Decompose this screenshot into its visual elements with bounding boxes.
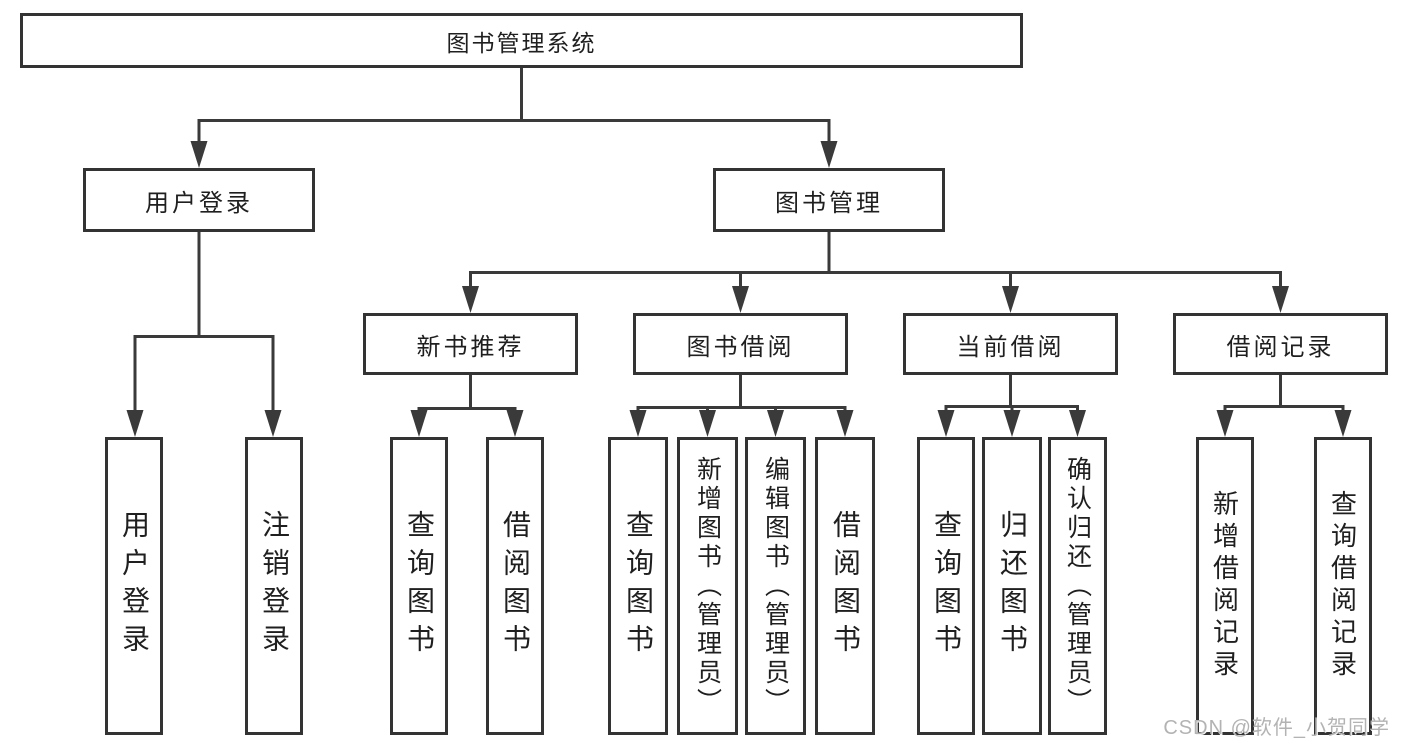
node-label: 查询借阅记录: [1327, 490, 1358, 682]
leaf-return-books: 归还图书: [982, 437, 1042, 735]
leaf-add-borrow-record: 新增借阅记录: [1196, 437, 1254, 735]
node-label: 新书推荐: [416, 333, 525, 361]
node-label: 图书管理系统: [446, 29, 597, 56]
node-label: 查询图书: [404, 510, 435, 662]
arrowheads-current-borrow: [937, 410, 1086, 437]
connector-user-login: [133, 230, 275, 417]
watermark: CSDN @软件_小贺同学: [1163, 711, 1390, 740]
node-label: 图书借阅: [686, 333, 795, 361]
leaf-edit-books-admin: 编辑图书（管理员）: [745, 437, 806, 735]
node-label: 当前借阅: [956, 333, 1065, 361]
leaf-add-books-admin: 新增图书（管理员）: [677, 437, 738, 735]
node-user-login: 用户登录: [83, 168, 315, 232]
connector-root-to-level2: [197, 66, 831, 148]
arrowheads-new-books: [410, 410, 524, 437]
arrowheads-book-borrow: [629, 410, 854, 437]
connector-borrow-records: [1223, 373, 1345, 417]
leaf-query-books-3: 查询图书: [917, 437, 975, 735]
node-label: 用户登录: [145, 189, 253, 217]
watermark-text: CSDN @软件_小贺同学: [1163, 717, 1390, 739]
node-label: 新增图书（管理员）: [693, 455, 722, 717]
leaf-query-books-1: 查询图书: [390, 437, 448, 735]
leaf-user-login: 用户登录: [105, 437, 163, 735]
connector-book-mgmt: [469, 230, 1282, 293]
leaf-logout: 注销登录: [245, 437, 303, 735]
connector-new-books: [417, 373, 517, 417]
leaf-borrow-books-1: 借阅图书: [486, 437, 544, 735]
node-label: 注销登录: [259, 510, 290, 662]
node-label: 用户登录: [119, 510, 150, 662]
node-label: 查询图书: [931, 510, 962, 662]
node-label: 确认归还（管理员）: [1063, 455, 1092, 717]
leaf-confirm-return-admin: 确认归还（管理员）: [1048, 437, 1107, 735]
node-label: 查询图书: [623, 510, 654, 662]
leaf-query-borrow-record: 查询借阅记录: [1314, 437, 1372, 735]
node-label: 借阅图书: [500, 510, 531, 662]
node-book-borrow: 图书借阅: [633, 313, 848, 375]
node-label: 归还图书: [997, 510, 1028, 662]
arrowheads-user-login: [126, 410, 282, 437]
node-current-borrow: 当前借阅: [903, 313, 1118, 375]
node-label: 借阅图书: [830, 510, 861, 662]
arrowheads-level2: [190, 141, 838, 168]
arrowheads-level3: [462, 286, 1289, 313]
node-label: 图书管理: [775, 189, 883, 217]
node-label: 借阅记录: [1226, 333, 1335, 361]
node-label: 编辑图书（管理员）: [761, 455, 790, 717]
arrowheads-borrow-records: [1216, 410, 1352, 437]
connector-book-borrow: [636, 373, 847, 417]
node-book-management: 图书管理: [713, 168, 945, 232]
node-new-book-recommend: 新书推荐: [363, 313, 578, 375]
node-label: 新增借阅记录: [1209, 490, 1240, 682]
node-borrow-records: 借阅记录: [1173, 313, 1388, 375]
leaf-query-books-2: 查询图书: [608, 437, 668, 735]
node-root-system: 图书管理系统: [20, 13, 1023, 68]
leaf-borrow-books-2: 借阅图书: [815, 437, 875, 735]
